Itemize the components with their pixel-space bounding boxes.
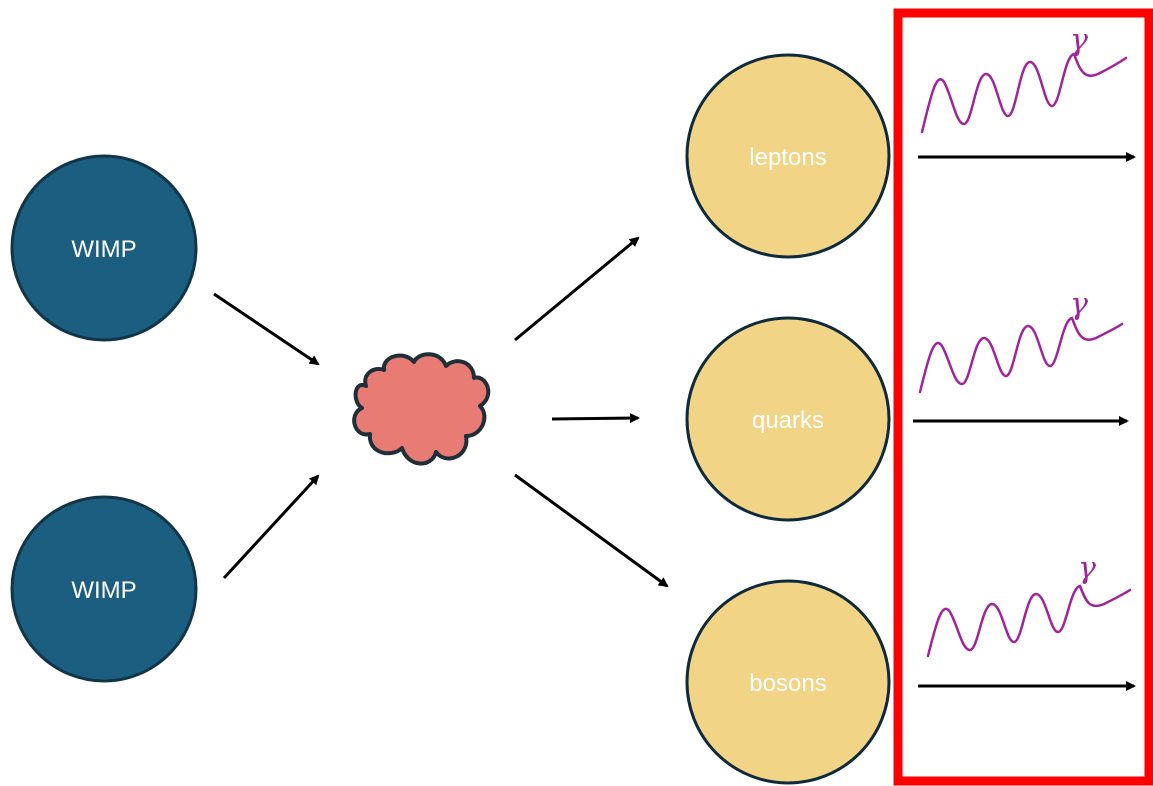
photon-emission-bosons: γ xyxy=(918,551,1136,691)
arrow-cloud-to-leptons xyxy=(514,236,640,342)
photon-wave-1 xyxy=(920,52,1128,134)
wimp-node-2: WIMP xyxy=(10,495,198,683)
photon-wave-2 xyxy=(918,316,1124,394)
photon-gamma-3: γ xyxy=(1078,551,1096,586)
quarks-label: quarks xyxy=(752,407,824,434)
leptons-label: leptons xyxy=(749,144,826,171)
arrow-cloud-to-quarks xyxy=(551,413,640,424)
wimp-circle-1 xyxy=(10,154,198,342)
leptons-circle xyxy=(685,53,891,259)
photon-gamma-2: γ xyxy=(1070,287,1088,322)
wimp-label-2: WIMP xyxy=(71,577,136,604)
product-node-bosons: bosons xyxy=(685,579,891,785)
bosons-label: bosons xyxy=(749,670,826,697)
annihilation-cloud xyxy=(352,352,491,466)
wimp-node-1: WIMP xyxy=(10,154,198,342)
wimp-circle-2 xyxy=(10,495,198,683)
photon-emission-leptons: γ xyxy=(918,23,1136,162)
product-node-leptons: leptons xyxy=(685,53,891,259)
photon-emission-quarks: γ xyxy=(913,287,1129,426)
photon-highlight-box xyxy=(893,8,1153,786)
arrow-wimp2-to-cloud xyxy=(222,474,320,580)
arrow-cloud-to-bosons xyxy=(514,473,669,588)
bosons-circle xyxy=(685,579,891,785)
photon-gamma-1: γ xyxy=(1070,23,1088,58)
product-node-quarks: quarks xyxy=(685,316,891,522)
wimp-label-1: WIMP xyxy=(71,236,136,263)
quarks-circle xyxy=(685,316,891,522)
arrow-wimp1-to-cloud xyxy=(213,292,320,366)
photon-wave-3 xyxy=(926,584,1132,658)
